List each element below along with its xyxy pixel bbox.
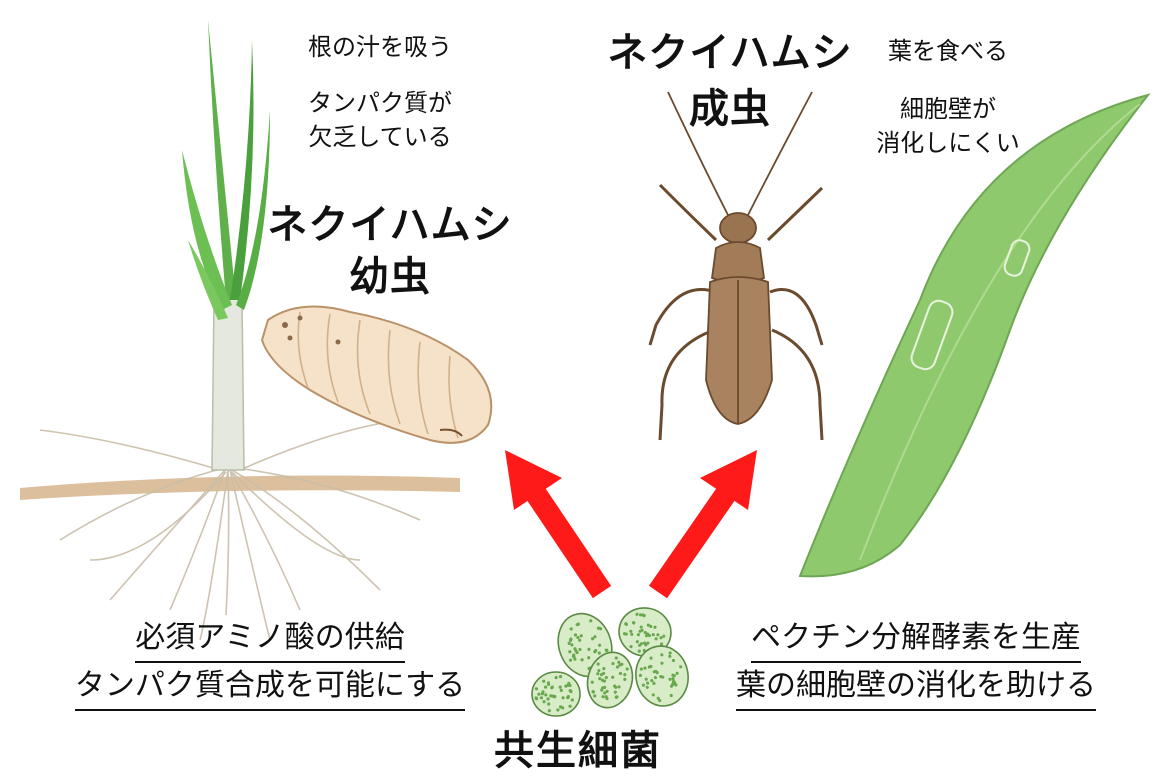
larva-host-note-3: 欠乏している bbox=[290, 120, 470, 154]
leaf-illustration bbox=[800, 95, 1148, 576]
adult-host-note-1: 葉を食べる bbox=[858, 34, 1038, 68]
arrow-to-larva bbox=[505, 450, 602, 592]
adult-host-note-3: 消化しにくい bbox=[858, 126, 1038, 160]
larva-benefit-line-2: タンパク質合成を可能にする bbox=[30, 664, 510, 711]
larva-title-line-2: 幼虫 bbox=[260, 252, 520, 302]
arrow-to-adult bbox=[658, 450, 757, 592]
adult-title-line-1: ネクイハムシ bbox=[600, 28, 860, 78]
adult-host-note-2: 細胞壁が bbox=[858, 92, 1038, 126]
larva-benefit-line-1: 必須アミノ酸の供給 bbox=[30, 616, 510, 663]
larva-title-line-1: ネクイハムシ bbox=[260, 200, 520, 250]
larva-host-note-1: 根の汁を吸う bbox=[290, 30, 470, 64]
symbiotic-bacteria-illustration bbox=[532, 604, 693, 716]
bacteria-cell bbox=[532, 672, 580, 716]
adult-beetle-illustration bbox=[650, 92, 822, 440]
adult-title-line-2: 成虫 bbox=[600, 84, 860, 134]
larva-host-note-2: タンパク質が bbox=[290, 86, 470, 120]
adult-benefit-line-2: 葉の細胞壁の消化を助ける bbox=[686, 664, 1146, 711]
bacteria-label: 共生細菌 bbox=[478, 718, 678, 776]
adult-benefit-line-1: ペクチン分解酵素を生産 bbox=[686, 616, 1146, 663]
larva-illustration bbox=[262, 307, 491, 443]
